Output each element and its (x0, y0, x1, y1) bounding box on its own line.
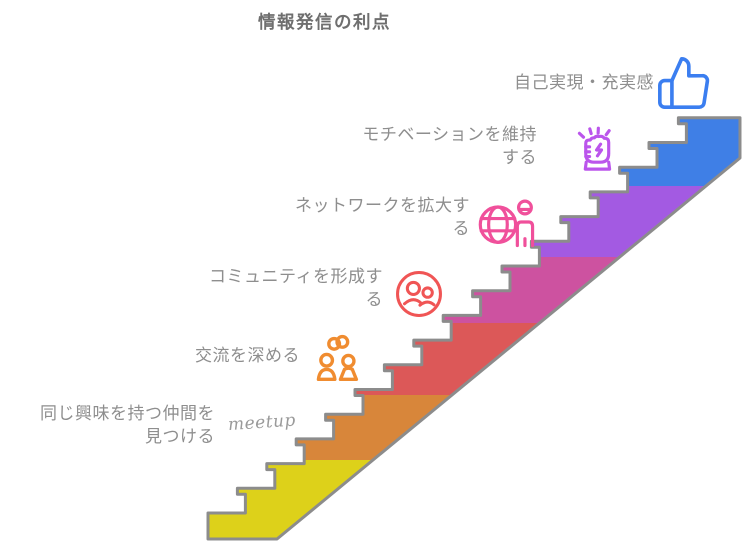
page-title: 情報発信の利点 (258, 12, 391, 32)
benefit-label-exchange: 交流を深める (195, 346, 300, 365)
community-icon (391, 266, 447, 322)
benefit-label-motivation: モチベーションを維持 する (362, 125, 537, 167)
benefit-label-community: コミュニティを形成す る (209, 267, 383, 309)
staircase-shape (206, 116, 742, 541)
globe-person-icon (477, 194, 541, 248)
thumbs-up-icon (655, 54, 713, 112)
benefit-label-find-friends: 同じ興味を持つ仲間を 見つける (40, 404, 215, 446)
raised-fist-icon (570, 120, 624, 180)
benefit-label-network: ネットワークを拡大す る (295, 196, 470, 238)
benefit-label-self-actualization: 自己実現・充実感 (514, 73, 654, 92)
people-link-icon (309, 331, 367, 391)
